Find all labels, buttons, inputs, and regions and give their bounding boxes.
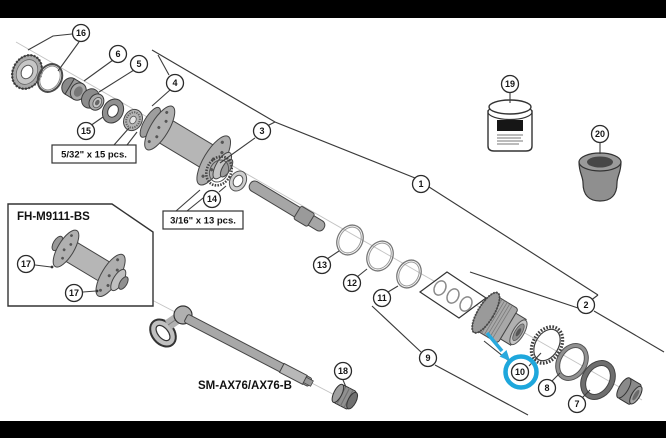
svg-text:3: 3 — [259, 126, 264, 136]
bearing-spec-right: 3/16" x 13 pcs. — [170, 216, 236, 227]
highlight-annotation — [485, 331, 539, 390]
svg-text:19: 19 — [505, 79, 515, 89]
svg-text:20: 20 — [595, 129, 605, 139]
svg-text:17: 17 — [21, 259, 31, 269]
hub-variant-box: FH-M9111-BS — [7, 203, 154, 307]
callout-3[interactable]: 3 — [252, 121, 272, 141]
callout-13[interactable]: 13 — [312, 255, 332, 275]
hub-variant-body — [51, 229, 129, 297]
grease-jar — [487, 99, 533, 152]
callout-19[interactable]: 19 — [500, 74, 520, 94]
svg-text:1: 1 — [418, 179, 423, 189]
svg-text:11: 11 — [377, 293, 387, 303]
top-letterbox-bar — [0, 0, 666, 18]
callout-1[interactable]: 1 — [411, 174, 431, 194]
freehub-body — [471, 291, 528, 346]
svg-text:17: 17 — [69, 288, 79, 298]
callout-10[interactable]: 10 — [510, 362, 530, 382]
left-bearing-race — [123, 108, 143, 132]
callout-9[interactable]: 9 — [418, 348, 438, 368]
svg-text:9: 9 — [425, 353, 430, 363]
callout-18[interactable]: 18 — [333, 361, 353, 381]
callout-17a[interactable]: 17 — [16, 254, 36, 274]
svg-text:16: 16 — [76, 28, 86, 38]
bracket-9-left-arm — [371, 305, 422, 353]
hub-axle — [248, 180, 326, 232]
svg-text:10: 10 — [515, 367, 525, 377]
thru-axle-skewer: SM-AX76/AX76-B — [149, 305, 359, 410]
o-ring-13 — [336, 224, 364, 256]
callout-11[interactable]: 11 — [372, 288, 392, 308]
rubber-boot — [578, 152, 622, 202]
leader-lines — [27, 33, 601, 399]
bearing-retainer-14 — [204, 155, 234, 187]
callout-6[interactable]: 6 — [108, 44, 128, 64]
svg-text:14: 14 — [207, 194, 217, 204]
washer-part-15 — [101, 98, 125, 124]
svg-text:8: 8 — [544, 383, 549, 393]
skewer-end-nut — [331, 383, 359, 410]
callout-12[interactable]: 12 — [342, 273, 362, 293]
bottom-letterbox-bar — [0, 421, 666, 438]
o-ring-11 — [396, 259, 422, 289]
small-o-ring-set-box — [418, 271, 488, 319]
callout-15[interactable]: 15 — [76, 121, 96, 141]
assembly-bracket-line-1 — [151, 49, 599, 296]
bracket-2-right-arm — [593, 310, 665, 353]
svg-text:4: 4 — [172, 78, 177, 88]
highlight-arrow-shaft — [485, 331, 504, 353]
hub-box-label: FH-M9111-BS — [17, 211, 90, 223]
bearing-spec-left: 5/32" x 15 pcs. — [61, 150, 127, 161]
o-ring-8 — [555, 343, 589, 381]
highlight-circle — [503, 354, 539, 390]
callout-4[interactable]: 4 — [165, 73, 185, 93]
svg-text:2: 2 — [583, 300, 588, 310]
spoke-hole-point — [95, 289, 99, 293]
bearing-spec-right-box: 3/16" x 13 pcs. — [162, 189, 244, 230]
left-seal-ring — [36, 63, 64, 93]
callout-20[interactable]: 20 — [590, 124, 610, 144]
axle-label: SM-AX76/AX76-B — [198, 380, 292, 392]
axle-end-cap — [616, 377, 643, 405]
svg-text:6: 6 — [115, 49, 120, 59]
svg-text:5: 5 — [136, 59, 141, 69]
cone-part-5 — [81, 88, 105, 111]
thin-washer — [228, 170, 248, 192]
callout-numbers: 16 6 5 4 15 3 14 1 13 12 11 9 2 10 8 7 1… — [16, 23, 610, 414]
seal-ring-7 — [580, 360, 616, 400]
callout-14[interactable]: 14 — [202, 189, 222, 209]
bearing-spec-left-box: 5/32" x 15 pcs. — [51, 127, 138, 164]
bracket-9-right-arm — [434, 364, 529, 416]
callout-5[interactable]: 5 — [129, 54, 149, 74]
highlight-arrow-head — [499, 350, 510, 361]
callout-8[interactable]: 8 — [537, 378, 557, 398]
spoke-hole-point — [50, 265, 54, 269]
spacer-part-6 — [61, 77, 87, 101]
svg-text:12: 12 — [347, 278, 357, 288]
svg-text:15: 15 — [81, 126, 91, 136]
svg-text:18: 18 — [338, 366, 348, 376]
bracket-2-left-arm — [469, 271, 579, 309]
callout-7[interactable]: 7 — [567, 394, 587, 414]
o-ring-12 — [366, 240, 394, 272]
svg-text:7: 7 — [574, 399, 579, 409]
callout-16[interactable]: 16 — [71, 23, 91, 43]
svg-text:13: 13 — [317, 260, 327, 270]
callout-17b[interactable]: 17 — [64, 283, 84, 303]
left-lock-ring — [10, 54, 44, 90]
callout-2[interactable]: 2 — [576, 295, 596, 315]
